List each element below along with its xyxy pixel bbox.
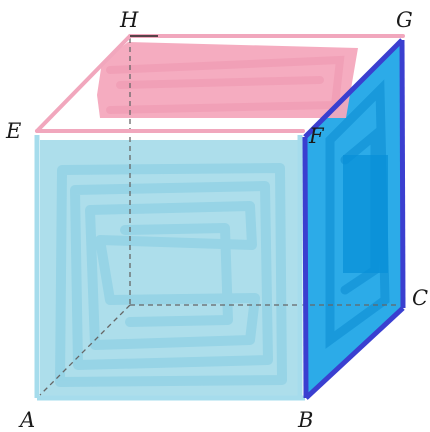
edge-CG xyxy=(399,39,406,309)
edge-EH xyxy=(35,34,132,133)
vertex-label-C: C xyxy=(412,286,428,310)
edge-GF xyxy=(303,38,404,139)
hidden-edges xyxy=(39,38,400,396)
front-edges xyxy=(34,135,305,401)
edge-BC xyxy=(304,306,405,400)
right-edges xyxy=(302,38,406,400)
vertex-label-A: A xyxy=(18,408,35,432)
top-edges xyxy=(35,34,405,133)
edge-FB xyxy=(302,136,309,399)
top-face-scribble xyxy=(106,55,345,114)
vertex-label-B: B xyxy=(297,408,313,432)
right-face-dark-patch xyxy=(343,155,388,273)
hidden-edge-DA xyxy=(39,304,131,396)
vertex-label-G: G xyxy=(396,8,413,32)
vertex-label-E: E xyxy=(5,119,21,143)
vertex-label-H: H xyxy=(119,8,139,32)
vertex-label-F: F xyxy=(308,124,325,148)
front-face-scribble xyxy=(55,163,287,387)
